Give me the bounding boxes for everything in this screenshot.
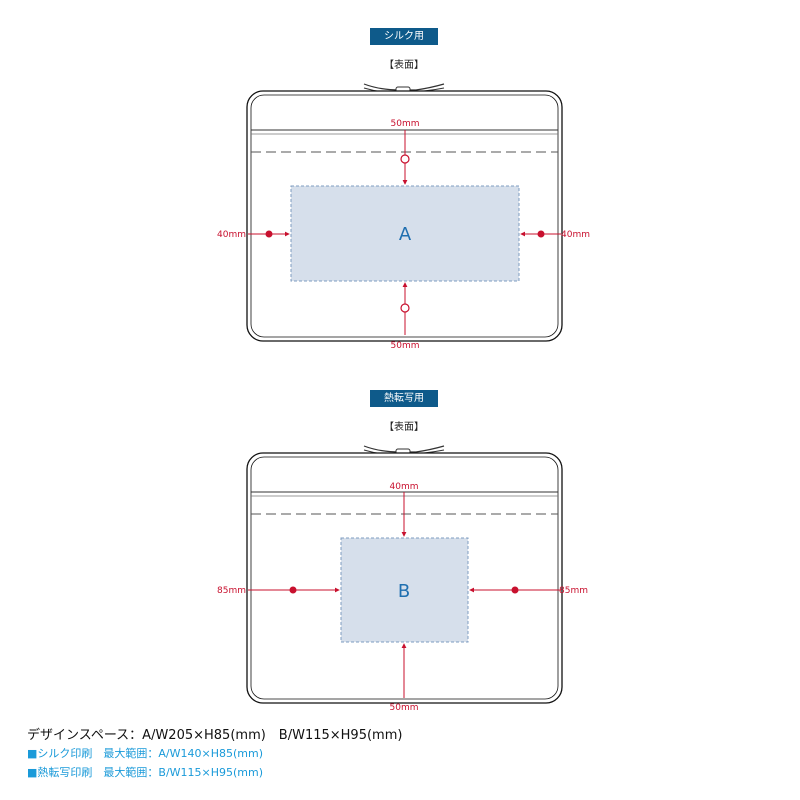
transfer-max-area-spec: ■熱転写印刷 最大範囲：B/W115×H95(mm) (27, 766, 264, 779)
transfer-right-dimension: 85mm (559, 586, 588, 596)
transfer-pouch: B 40mm 50mm 85mm 85mm (217, 445, 588, 713)
silk-bottom-dimension: 50mm (391, 341, 420, 351)
transfer-bottom-dimension: 50mm (390, 703, 419, 713)
silk-badge: シルク用 (370, 28, 438, 45)
design-space-spec: デザインスペース：A/W205×H85(mm) B/W115×H95(mm) (27, 728, 403, 743)
transfer-badge: 熱転写用 (370, 390, 438, 407)
transfer-print-area (340, 537, 469, 643)
transfer-face-label: 【表面】 (384, 422, 424, 433)
transfer-left-dimension: 85mm (217, 586, 246, 596)
silk-pouch: A 50mm 50mm 40mm 40mm (217, 83, 590, 351)
silk-print-area (290, 185, 520, 282)
transfer-area-label: B (398, 581, 410, 602)
transfer-top-dimension: 40mm (390, 482, 419, 492)
silk-top-dimension: 50mm (391, 119, 420, 129)
silk-area-label: A (399, 224, 412, 245)
silk-face-label: 【表面】 (384, 60, 424, 71)
silk-right-dimension: 40mm (561, 230, 590, 240)
silk-max-area-spec: ■シルク印刷 最大範囲：A/W140×H85(mm) (27, 747, 263, 760)
silk-left-dimension: 40mm (217, 230, 246, 240)
